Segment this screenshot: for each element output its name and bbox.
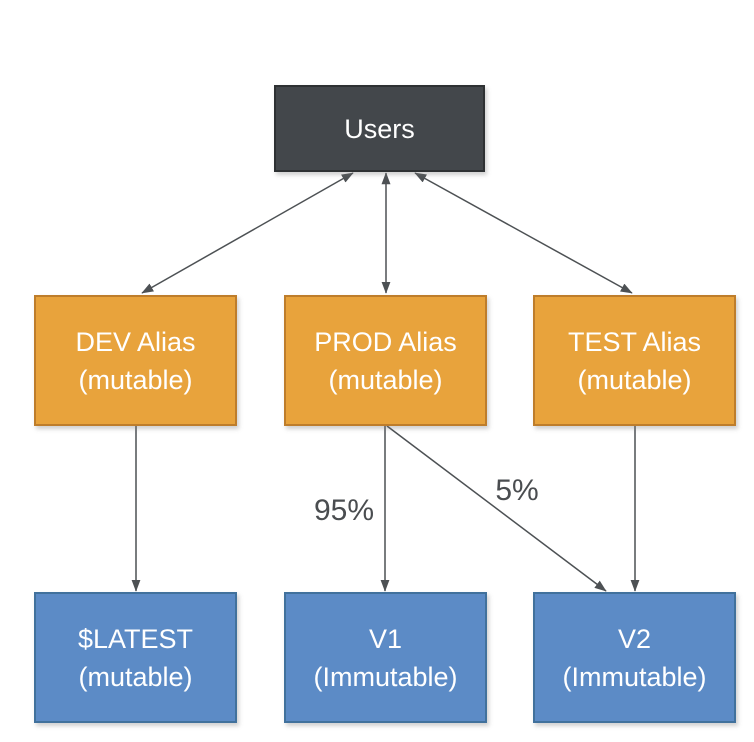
node-latest-subtitle: (mutable) (78, 661, 193, 692)
node-dev-alias-title: DEV Alias (75, 326, 196, 357)
edge-users-dev-alias (141, 172, 354, 294)
node-prod-alias-title: PROD Alias (314, 326, 457, 357)
node-prod-alias-subtitle: (mutable) (328, 364, 443, 395)
node-latest-version: $LATEST (mutable) (34, 592, 237, 723)
node-test-alias-title: TEST Alias (567, 326, 702, 357)
node-v1-version: V1 (Immutable) (284, 592, 487, 723)
edge-prod-alias-v2 (386, 425, 607, 592)
node-v2-subtitle: (Immutable) (562, 661, 707, 692)
node-test-alias-subtitle: (mutable) (577, 364, 692, 395)
node-dev-alias-subtitle: (mutable) (78, 364, 193, 395)
edge-label-95-percent: 95% (313, 494, 375, 527)
node-v1-subtitle: (Immutable) (313, 661, 458, 692)
node-v1-title: V1 (368, 623, 403, 654)
node-test-alias: TEST Alias (mutable) (533, 295, 736, 426)
node-v2-title: V2 (617, 623, 652, 654)
node-users-label: Users (344, 113, 415, 144)
node-v2-version: V2 (Immutable) (533, 592, 736, 723)
edge-users-test-alias (414, 172, 633, 294)
node-users: Users (274, 85, 485, 172)
node-prod-alias: PROD Alias (mutable) (284, 295, 487, 426)
node-latest-title: $LATEST (77, 623, 194, 654)
edge-label-5-percent: 5% (495, 474, 539, 507)
node-dev-alias: DEV Alias (mutable) (34, 295, 237, 426)
